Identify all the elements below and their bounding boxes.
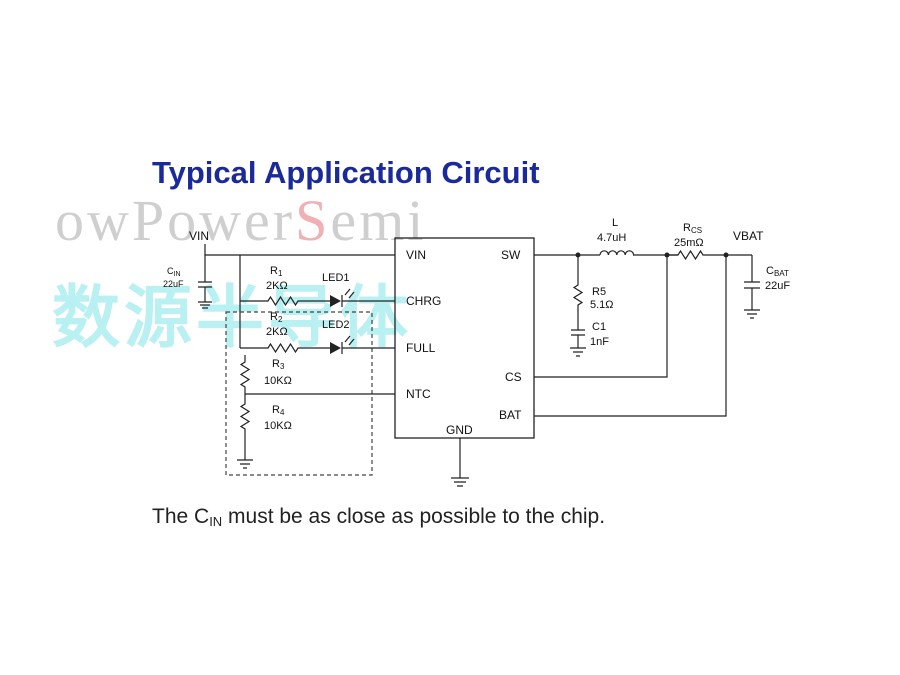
- cs-net: [534, 255, 668, 378]
- net-vin-label: VIN: [189, 229, 209, 243]
- watermark-latin: owPowerSemi: [55, 188, 427, 253]
- r4-label: R4: [272, 404, 285, 417]
- r4-resistor: [239, 394, 251, 460]
- cbat-value: 22uF: [765, 280, 790, 292]
- pin-cs: CS: [505, 370, 522, 384]
- chip-body: [394, 237, 535, 439]
- cin-label: CIN: [167, 266, 181, 278]
- pin-gnd: GND: [446, 423, 473, 437]
- r2-value: 2KΩ: [266, 326, 288, 338]
- pin-full: FULL: [406, 341, 436, 355]
- r1-resistor: [240, 295, 330, 307]
- r1-label: R1: [270, 265, 283, 278]
- pin-vin: VIN: [406, 248, 426, 262]
- r1-value: 2KΩ: [266, 280, 288, 292]
- rcs-value: 25mΩ: [674, 237, 704, 249]
- pin-sw: SW: [501, 248, 521, 262]
- led2-label: LED2: [322, 319, 350, 331]
- r5-value: 5.1Ω: [590, 299, 614, 311]
- led2-diode: [330, 342, 341, 354]
- led1-arrows: [344, 288, 355, 299]
- cbat-label: CBAT: [766, 265, 789, 278]
- inductor: [599, 250, 678, 256]
- r2-resistor: [240, 342, 330, 354]
- inductor-value: 4.7uH: [597, 232, 626, 244]
- r4-value: 10KΩ: [264, 420, 292, 432]
- c1-label: C1: [592, 321, 606, 333]
- r3-resistor: [239, 355, 251, 395]
- net-vbat-label: VBAT: [733, 229, 764, 243]
- led1-diode: [330, 295, 341, 307]
- c1-capacitor: [571, 329, 585, 348]
- cbat-capacitor: [744, 255, 760, 310]
- cin-ground: [198, 301, 212, 309]
- rcs-label: RCS: [683, 222, 702, 235]
- cin-branch: [198, 255, 212, 302]
- led2-arrows: [344, 335, 355, 346]
- vin-rail: [204, 244, 395, 256]
- pin-bat: BAT: [499, 408, 522, 422]
- ntc-ground: [237, 459, 253, 469]
- pin-ntc: NTC: [406, 387, 431, 401]
- chip-ground: [451, 438, 469, 487]
- c1-value: 1nF: [590, 336, 609, 348]
- r5-label: R5: [592, 286, 606, 298]
- c1-ground: [570, 347, 586, 357]
- cin-value: 22uF: [163, 279, 184, 289]
- led2-cathode: [341, 342, 395, 354]
- r3-label: R3: [272, 358, 285, 371]
- led1-cathode: [341, 295, 395, 307]
- inductor-label: L: [612, 217, 618, 229]
- bat-net: [534, 255, 727, 417]
- r2-label: R2: [270, 311, 283, 324]
- rcs-resistor: [667, 249, 752, 261]
- watermark-cjk: 数源半导体: [52, 279, 413, 358]
- page-title: Typical Application Circuit: [152, 155, 540, 190]
- led1-label: LED1: [322, 272, 350, 284]
- cbat-ground: [744, 309, 760, 319]
- caption-note: The CIN must be as close as possible to …: [152, 505, 606, 529]
- pin-chrg: CHRG: [406, 294, 441, 308]
- r3-value: 10KΩ: [264, 375, 292, 387]
- r5-resistor: [572, 255, 584, 330]
